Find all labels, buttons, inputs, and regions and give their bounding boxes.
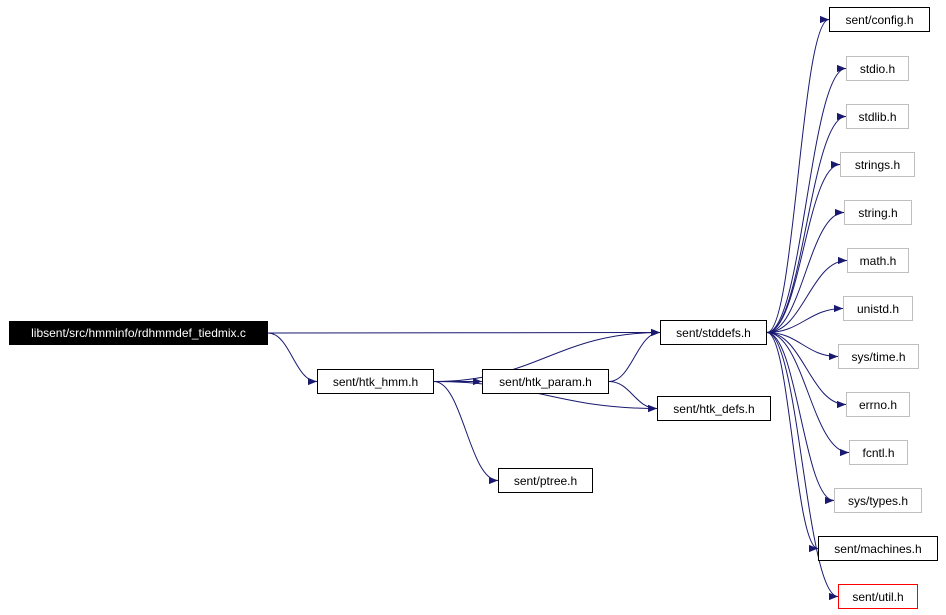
node-stdlib-h[interactable]: stdlib.h [846,104,909,129]
node-fcntl-h[interactable]: fcntl.h [849,440,908,465]
node-errno-h[interactable]: errno.h [846,392,910,417]
node-label: sent/ptree.h [513,473,578,488]
node-math-h[interactable]: math.h [847,248,909,273]
edge-stddefs-to-stdio [766,64,847,333]
edge-stddefs-to-string [766,208,845,333]
node-unistd-h[interactable]: unistd.h [843,296,913,321]
edge-stddefs-to-config [766,16,830,333]
node-rdhmmdef-tiedmix-c[interactable]: libsent/src/hmminfo/rdhmmdef_tiedmix.c [9,321,268,345]
node-label: string.h [858,205,898,220]
node-label: sys/types.h [847,493,909,508]
node-label: math.h [859,253,897,268]
node-htk-param-h[interactable]: sent/htk_param.h [482,369,609,394]
edge-stddefs-to-fcntl [766,332,850,457]
node-machines-h[interactable]: sent/machines.h [818,536,938,561]
node-label: fcntl.h [862,445,895,460]
node-htk-defs-h[interactable]: sent/htk_defs.h [657,396,771,421]
node-label: stdlib.h [858,109,897,124]
node-label: strings.h [854,157,901,172]
node-label: sent/htk_hmm.h [332,374,419,389]
node-stdio-h[interactable]: stdio.h [846,56,909,81]
edge-stddefs-to-errno [766,332,847,409]
edge-root-to-htk_hmm [267,332,318,386]
node-sys-types-h[interactable]: sys/types.h [834,488,922,513]
edge-htk_hmm-to-stddefs [433,328,661,382]
node-string-h[interactable]: string.h [844,200,912,225]
edge-stddefs-to-machines [766,332,819,553]
node-sys-time-h[interactable]: sys/time.h [838,344,919,369]
edge-stddefs-to-stdlib [766,112,847,333]
edge-stddefs-to-systypes [766,332,835,505]
edge-htk_param-to-stddefs [608,328,661,382]
node-label: sent/machines.h [834,541,922,556]
edges-layer [267,16,850,601]
node-strings-h[interactable]: strings.h [840,152,915,177]
node-ptree-h[interactable]: sent/ptree.h [498,468,593,493]
node-config-h[interactable]: sent/config.h [829,7,930,32]
node-label: sent/config.h [845,12,914,27]
node-htk-hmm-h[interactable]: sent/htk_hmm.h [317,369,434,394]
edge-stddefs-to-unistd [766,304,844,333]
edge-stddefs-to-strings [766,160,841,333]
node-label: errno.h [858,397,898,412]
node-label: unistd.h [856,301,900,316]
edge-stddefs-to-math [766,256,848,333]
edge-stddefs-to-systime [766,332,839,361]
node-label: sent/htk_defs.h [673,401,755,416]
node-label: libsent/src/hmminfo/rdhmmdef_tiedmix.c [31,326,246,340]
node-util-h[interactable]: sent/util.h [838,584,918,609]
node-label: sent/util.h [852,589,904,604]
edge-htk_hmm-to-ptree [433,381,499,485]
node-label: sent/htk_param.h [499,374,592,389]
node-label: sent/stddefs.h [676,325,751,340]
edge-root-to-stddefs [267,328,661,337]
edge-stddefs-to-util [766,332,839,601]
node-label: sys/time.h [851,349,906,364]
node-stddefs-h[interactable]: sent/stddefs.h [660,320,767,345]
edge-htk_param-to-htk_defs [608,381,658,413]
node-label: stdio.h [859,61,896,76]
edge-htk_hmm-to-htk_defs [433,381,658,413]
